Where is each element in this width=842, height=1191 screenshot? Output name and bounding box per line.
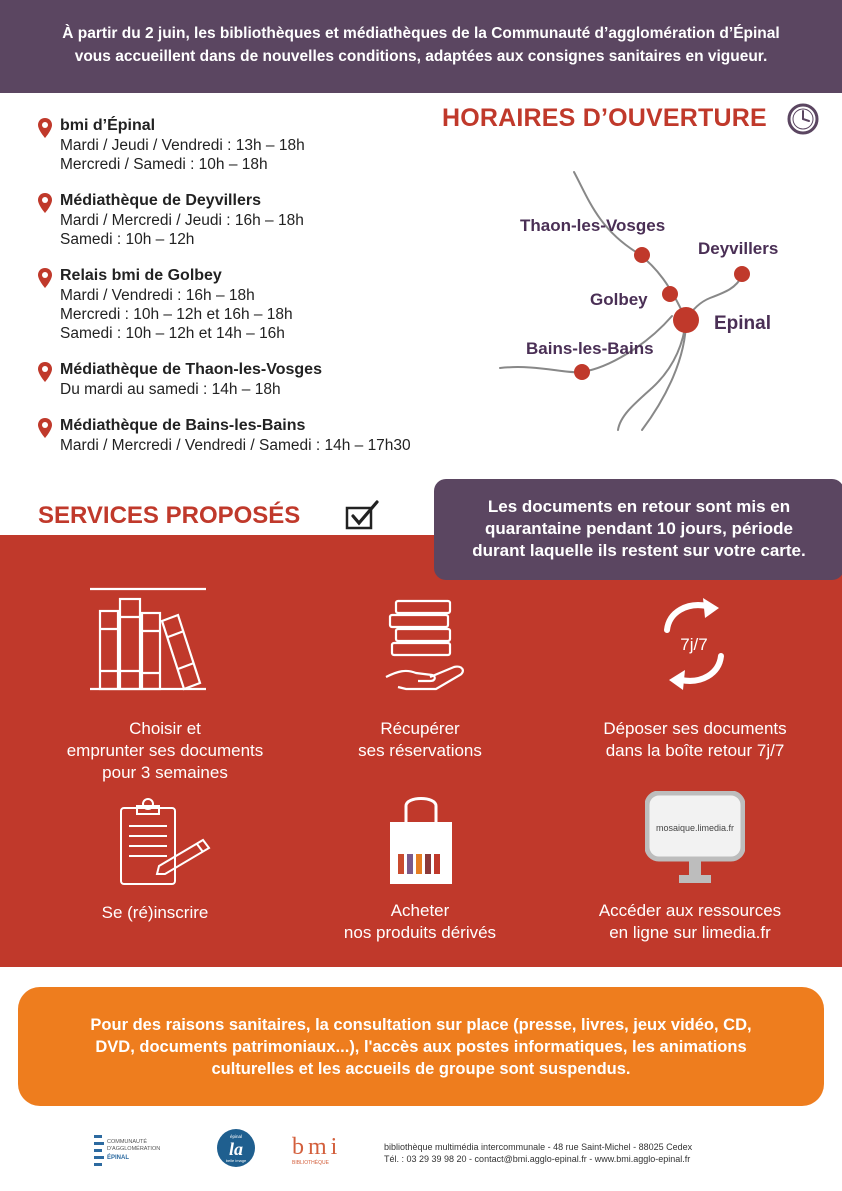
library-item: Médiathèque de Bains-les-Bains Mardi / M…: [38, 416, 498, 455]
suspension-notice: Pour des raisons sanitaires, la consulta…: [18, 987, 824, 1106]
library-hours: Mercredi / Samedi : 10h – 18h: [60, 156, 268, 173]
quarantine-notice: Les documents en retour sont mis en quar…: [434, 479, 842, 580]
library-item: Médiathèque de Thaon-les-Vosges Du mardi…: [38, 360, 498, 399]
service-text: Se (ré)inscrire: [101, 903, 209, 922]
map-dot-golbey: [662, 286, 678, 302]
bmi-logo-sub: BIBLIOTHÈQUE: [292, 1159, 330, 1166]
agglo-logo-text: COMMUNAUTÉ: [107, 1138, 147, 1145]
notice-line: culturelles et les accueils de groupe so…: [211, 1060, 631, 1078]
service-text: Déposer ses documents: [603, 719, 787, 738]
library-hours: Mardi / Mercredi / Jeudi : 16h – 18h: [60, 212, 304, 229]
location-pin-icon: [38, 268, 52, 288]
quarantine-line: Les documents en retour sont mis en: [487, 497, 791, 516]
clock-icon: [787, 103, 819, 135]
library-name: bmi d’Épinal: [60, 117, 156, 134]
service-text: dans la boîte retour 7j/7: [605, 741, 785, 760]
quarantine-line: durant laquelle ils restent sur votre ca…: [472, 541, 806, 560]
top-banner: À partir du 2 juin, les bibliothèques et…: [0, 0, 842, 93]
monitor-icon: mosaique.limedia.fr: [645, 791, 745, 883]
footer-contact: bibliothèque multimédia intercommunale -…: [384, 1141, 692, 1165]
horaires-title: HORAIRES D’OUVERTURE: [442, 104, 767, 132]
map-label-thaon: Thaon-les-Vosges: [520, 216, 665, 235]
belle-image-bottom: belle image: [226, 1158, 247, 1163]
service-text: emprunter ses documents: [66, 741, 264, 760]
service-borrow: Choisir et emprunter ses documents pour …: [40, 718, 290, 784]
banner-line-1: À partir du 2 juin, les bibliothèques et…: [62, 25, 780, 42]
location-pin-icon: [38, 418, 52, 438]
library-hours: Samedi : 10h – 12h: [60, 231, 195, 248]
map-dot-thaon: [634, 247, 650, 263]
service-return-box: Déposer ses documents dans la boîte reto…: [575, 718, 815, 762]
service-text: Choisir et: [129, 719, 201, 738]
location-pin-icon: [38, 362, 52, 382]
services-title: SERVICES PROPOSÉS: [38, 502, 301, 529]
quarantine-line: quarantaine pendant 10 jours, période: [485, 519, 793, 538]
service-text: pour 3 semaines: [102, 763, 228, 782]
libraries-list: bmi d’Épinal Mardi / Jeudi / Vendredi : …: [38, 116, 498, 472]
map-dot-epinal: [673, 307, 699, 333]
library-hours: Du mardi au samedi : 14h – 18h: [60, 381, 281, 398]
bmi-logo: bmi BIBLIOTHÈQUE: [292, 1134, 341, 1166]
service-text: Accéder aux ressources: [598, 901, 782, 920]
library-hours: Samedi : 10h – 12h et 14h – 16h: [60, 325, 285, 342]
monitor-label: mosaique.limedia.fr: [656, 823, 734, 833]
checkbox-icon: [345, 500, 379, 530]
service-reservations: Récupérer ses réservations: [320, 718, 520, 762]
service-text: Récupérer: [380, 719, 460, 738]
service-text: Acheter: [390, 901, 450, 920]
service-text: nos produits dérivés: [343, 923, 497, 942]
shopping-bag-icon: [390, 797, 452, 884]
service-shop: Acheter nos produits dérivés: [320, 900, 520, 944]
belle-image-top: épinal: [230, 1134, 242, 1139]
footer-phone-web: Tél. : 03 29 39 98 20 - contact@bmi.aggl…: [384, 1154, 691, 1164]
map-label-bains: Bains-les-Bains: [526, 339, 654, 358]
library-name: Médiathèque de Deyvillers: [60, 192, 261, 209]
library-item: bmi d’Épinal Mardi / Jeudi / Vendredi : …: [38, 116, 498, 174]
map-label-epinal: Epinal: [714, 313, 771, 334]
agglo-epinal-logo: COMMUNAUTÉ D'AGGLOMÉRATION ÉPINAL: [94, 1135, 160, 1166]
notice-line: Pour des raisons sanitaires, la consulta…: [90, 1016, 752, 1034]
books-in-hand-icon: [385, 599, 464, 691]
library-item: Médiathèque de Deyvillers Mardi / Mercre…: [38, 191, 498, 249]
books-shelf-icon: [90, 587, 206, 691]
location-pin-icon: [38, 118, 52, 138]
library-hours: Mardi / Mercredi / Vendredi / Samedi : 1…: [60, 437, 411, 454]
bmi-logo-main: bmi: [292, 1134, 341, 1160]
service-register: Se (ré)inscrire: [40, 902, 270, 924]
return-label: 7j/7: [680, 635, 707, 654]
library-item: Relais bmi de Golbey Mardi / Vendredi : …: [38, 266, 498, 343]
footer-address: bibliothèque multimédia intercommunale -…: [384, 1142, 693, 1152]
belle-image-main: la: [229, 1139, 243, 1159]
library-hours: Mardi / Jeudi / Vendredi : 13h – 18h: [60, 137, 305, 154]
map-dot-bains: [574, 364, 590, 380]
map-road: [617, 319, 687, 431]
notice-line: DVD, documents patrimoniaux...), l'accès…: [95, 1038, 747, 1056]
clipboard-pen-icon: [120, 798, 211, 885]
map-label-golbey: Golbey: [590, 290, 648, 309]
libraries-map: Thaon-les-Vosges Deyvillers Golbey Epina…: [499, 171, 778, 431]
location-pin-icon: [38, 193, 52, 213]
service-text: en ligne sur limedia.fr: [609, 923, 771, 942]
map-label-deyvillers: Deyvillers: [698, 239, 778, 258]
return-arrows-icon: 7j/7: [664, 598, 724, 690]
service-text: ses réservations: [358, 741, 482, 760]
map-dot-deyvillers: [734, 266, 750, 282]
agglo-logo-text: ÉPINAL: [107, 1153, 129, 1161]
library-hours: Mercredi : 10h – 12h et 16h – 18h: [60, 306, 293, 323]
agglo-logo-text: D'AGGLOMÉRATION: [107, 1145, 160, 1152]
epinal-belle-image-logo: épinal la belle image: [217, 1129, 255, 1167]
library-hours: Mardi / Vendredi : 16h – 18h: [60, 287, 255, 304]
library-name: Médiathèque de Bains-les-Bains: [60, 417, 306, 434]
banner-line-2: vous accueillent dans de nouvelles condi…: [74, 48, 768, 65]
library-name: Relais bmi de Golbey: [60, 267, 222, 284]
service-online: Accéder aux ressources en ligne sur lime…: [575, 900, 805, 944]
library-name: Médiathèque de Thaon-les-Vosges: [60, 361, 322, 378]
